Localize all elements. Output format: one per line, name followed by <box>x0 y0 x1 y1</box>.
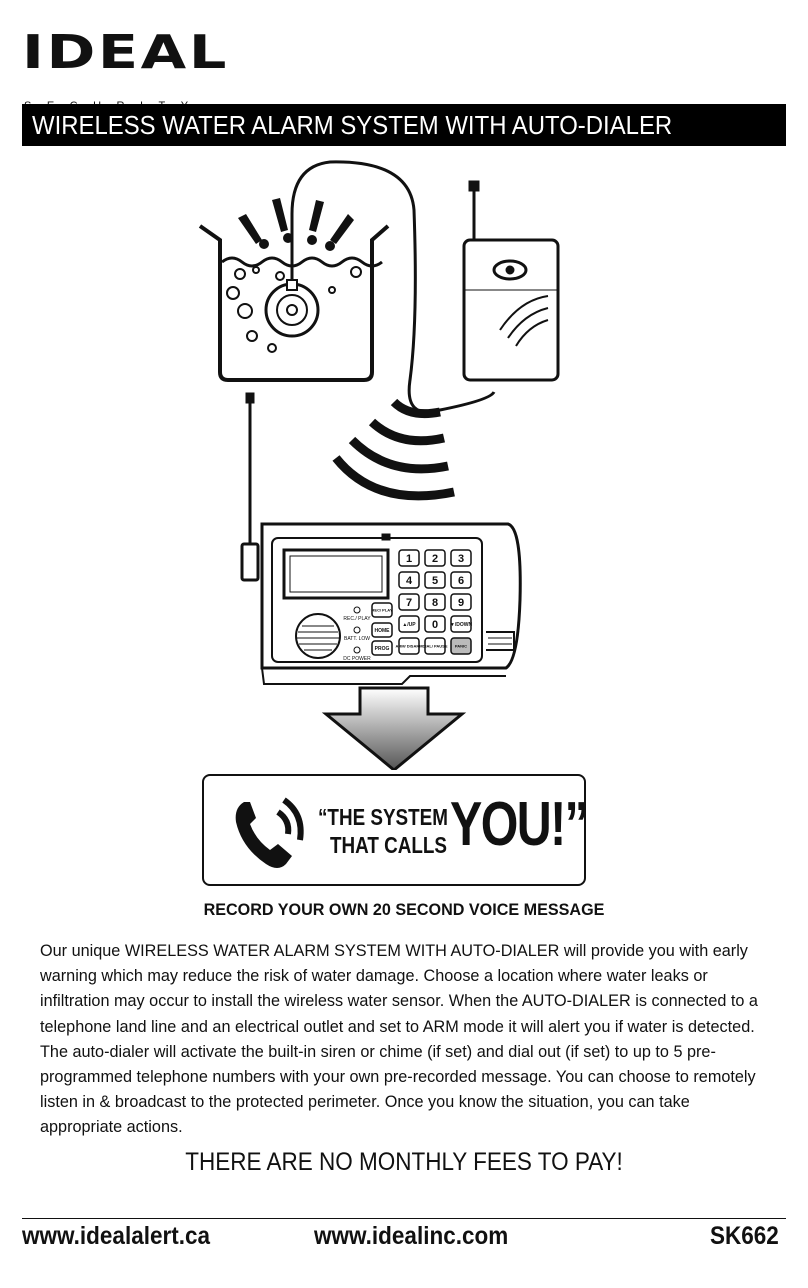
key-dial-pause-button[interactable] <box>424 637 446 655</box>
key-2-label: 2 <box>432 553 438 565</box>
callout-big-word: YOU!” <box>450 790 589 859</box>
key-dial-pause-label: DIAL/ PAUSE <box>422 643 447 648</box>
key-0-button[interactable] <box>424 615 446 633</box>
footer-site-1[interactable]: www.idealalert.ca <box>22 1222 211 1250</box>
key-home-button[interactable] <box>371 622 393 638</box>
key-9-label: 9 <box>458 597 464 609</box>
signal-waves-icon <box>332 398 455 501</box>
footer-divider <box>22 1218 786 1219</box>
key-panic-label: PANIC <box>455 643 467 648</box>
page-title: WIRELESS WATER ALARM SYSTEM WITH AUTO-DI… <box>32 110 673 140</box>
footer-model: SK662 <box>710 1222 779 1250</box>
callout-box: “THE SYSTEM THAT CALLS YOU!” <box>202 774 589 886</box>
key-rec-play-button[interactable] <box>371 602 393 618</box>
key-up-label: ▲/UP <box>402 622 416 628</box>
alert-marks-icon <box>238 198 354 251</box>
key-prog-button[interactable] <box>371 640 393 656</box>
water-container-icon <box>198 224 390 382</box>
key-8-button[interactable] <box>424 593 446 611</box>
down-arrow-icon <box>321 686 467 770</box>
footer-site-2[interactable]: www.idealinc.com <box>314 1222 509 1250</box>
fees-statement: THERE ARE NO MONTHLY FEES TO PAY! <box>185 1148 623 1176</box>
callout-line-1: “THE SYSTEM <box>318 804 448 830</box>
water-sensor-icon <box>264 160 496 414</box>
key-5-button[interactable] <box>424 571 446 589</box>
key-arm-disarm-button[interactable] <box>398 637 420 655</box>
key-prog-label: PROG <box>375 646 390 652</box>
key-rec-play-label: REC/ PLAY <box>372 607 393 612</box>
phone-icon <box>235 797 304 868</box>
key-6-label: 6 <box>458 575 464 587</box>
key-down-button[interactable] <box>450 615 472 633</box>
key-up-button[interactable] <box>398 615 420 633</box>
brand-logo: IDEAL SECURITY <box>22 28 226 112</box>
bubbles-icon <box>226 266 362 353</box>
key-1-button[interactable] <box>398 549 420 567</box>
key-1-label: 1 <box>406 553 412 565</box>
led-power-label: DC POWER <box>343 656 371 662</box>
subheading: RECORD YOUR OWN 20 SECOND VOICE MESSAGE <box>203 900 605 919</box>
key-5-label: 5 <box>432 575 438 587</box>
title-bar: WIRELESS WATER ALARM SYSTEM WITH AUTO-DI… <box>22 104 786 146</box>
key-down-label: ▼/DOWN <box>450 622 473 628</box>
key-8-label: 8 <box>432 597 438 609</box>
transmitter-icon <box>462 180 560 382</box>
brand-name: IDEAL <box>22 25 229 79</box>
led-indicators <box>353 606 361 654</box>
body-paragraph: Our unique WIRELESS WATER ALARM SYSTEM W… <box>40 941 758 1137</box>
key-4-label: 4 <box>406 575 413 587</box>
key-9-button[interactable] <box>450 593 472 611</box>
led-rec-label: REC./ PLAY <box>343 616 371 622</box>
key-2-button[interactable] <box>424 549 446 567</box>
key-0-label: 0 <box>432 619 438 631</box>
dialer-antenna-icon <box>240 392 260 582</box>
callout-line-2: THAT CALLS <box>330 832 447 858</box>
key-7-button[interactable] <box>398 593 420 611</box>
key-4-button[interactable] <box>398 571 420 589</box>
product-illustration: 1 2 3 4 5 6 7 8 9 0 ▲/UP ▼/DOWN REC/ PLAY HOME PROG ARM… <box>198 160 560 770</box>
key-home-label: HOME <box>375 628 391 634</box>
key-7-label: 7 <box>406 597 412 609</box>
key-3-button[interactable] <box>450 549 472 567</box>
key-arm-disarm-label: ARM/ DISARM <box>395 643 423 648</box>
key-6-button[interactable] <box>450 571 472 589</box>
key-panic-button[interactable] <box>450 637 472 655</box>
led-batt-label: BATT. LOW <box>344 636 370 642</box>
dialer-keypad: 1 2 3 4 5 6 7 8 9 0 ▲/UP ▼/DOWN REC/ PLAY HOME PROG ARM… <box>343 549 473 662</box>
key-3-label: 3 <box>458 553 464 565</box>
